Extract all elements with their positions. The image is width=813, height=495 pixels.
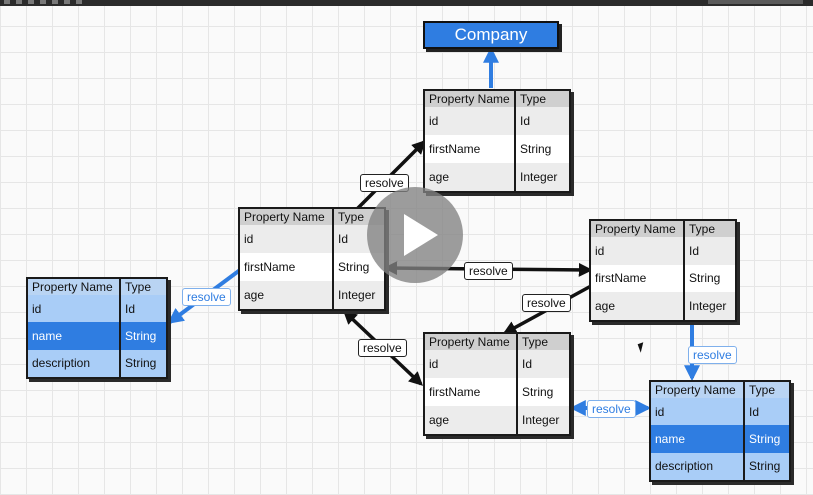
row-property: firstName <box>240 253 334 281</box>
row-type: String <box>689 271 721 286</box>
row-property: name <box>651 425 745 453</box>
user-table-top: Property Name Type id Id firstName Strin… <box>423 89 571 193</box>
row-type: String <box>745 425 789 453</box>
header-property-name: Property Name <box>425 334 518 350</box>
header-type: Type <box>121 279 166 295</box>
row-type: String <box>745 452 789 480</box>
row-property: description <box>28 349 121 377</box>
row-property: id <box>591 237 685 265</box>
user-table-center: Property Name Type id Id firstName Strin… <box>238 207 386 311</box>
position-table-left: Property Name Type id Id name String des… <box>26 277 168 379</box>
header-type: Type <box>745 382 789 398</box>
row-type: Id <box>685 237 735 265</box>
row-type: String <box>338 260 370 274</box>
toolbar-control <box>708 0 803 4</box>
resolve-label: resolve <box>464 262 513 280</box>
row-type: String <box>522 385 554 399</box>
company-node: Company <box>423 21 559 49</box>
row-property: id <box>240 225 334 253</box>
row-type: Id <box>518 350 569 378</box>
row-type: Integer <box>334 281 384 309</box>
row-type: Id <box>745 398 789 426</box>
position-table-right: Property Name Type id Id name String des… <box>649 380 791 482</box>
header-property-name: Property Name <box>425 91 516 107</box>
row-type: Integer <box>685 292 735 320</box>
row-property: id <box>28 295 121 323</box>
row-property: age <box>591 292 685 320</box>
resolve-label: resolve <box>688 346 737 364</box>
resolve-label: resolve <box>182 288 231 306</box>
play-icon[interactable] <box>367 187 463 283</box>
header-property-name: Property Name <box>591 221 685 237</box>
toolbar-icons <box>4 0 84 4</box>
row-type: Id <box>516 107 569 135</box>
resolve-label: resolve <box>358 339 407 357</box>
row-type: Id <box>121 295 166 323</box>
row-property: firstName <box>425 135 516 163</box>
row-property: age <box>425 406 518 434</box>
row-property: id <box>425 350 518 378</box>
video-toolbar <box>0 0 813 6</box>
row-property: age <box>425 163 516 191</box>
row-type: String <box>520 142 552 156</box>
row-property: id <box>425 107 516 135</box>
header-property-name: Property Name <box>28 279 121 295</box>
resolve-label: resolve <box>522 294 571 312</box>
row-property: age <box>240 281 334 309</box>
header-property-name: Property Name <box>240 209 334 225</box>
resolve-label: resolve <box>360 174 409 192</box>
header-type: Type <box>685 221 735 237</box>
row-type: Integer <box>516 163 569 191</box>
header-property-name: Property Name <box>651 382 745 398</box>
row-property: id <box>651 398 745 426</box>
user-table-bottom: Property Name Type id Id firstName Strin… <box>423 332 571 436</box>
header-type: Type <box>518 334 569 350</box>
user-table-right: Property Name Type id Id firstName Strin… <box>589 219 737 322</box>
row-type: String <box>121 322 166 350</box>
row-property: description <box>651 452 745 480</box>
resolve-label: resolve <box>587 400 636 418</box>
row-type: Integer <box>518 406 569 434</box>
row-property: name <box>28 322 121 350</box>
row-type: String <box>121 349 166 377</box>
header-type: Type <box>516 91 569 107</box>
row-property: firstName <box>591 264 685 293</box>
row-property: firstName <box>425 378 518 406</box>
